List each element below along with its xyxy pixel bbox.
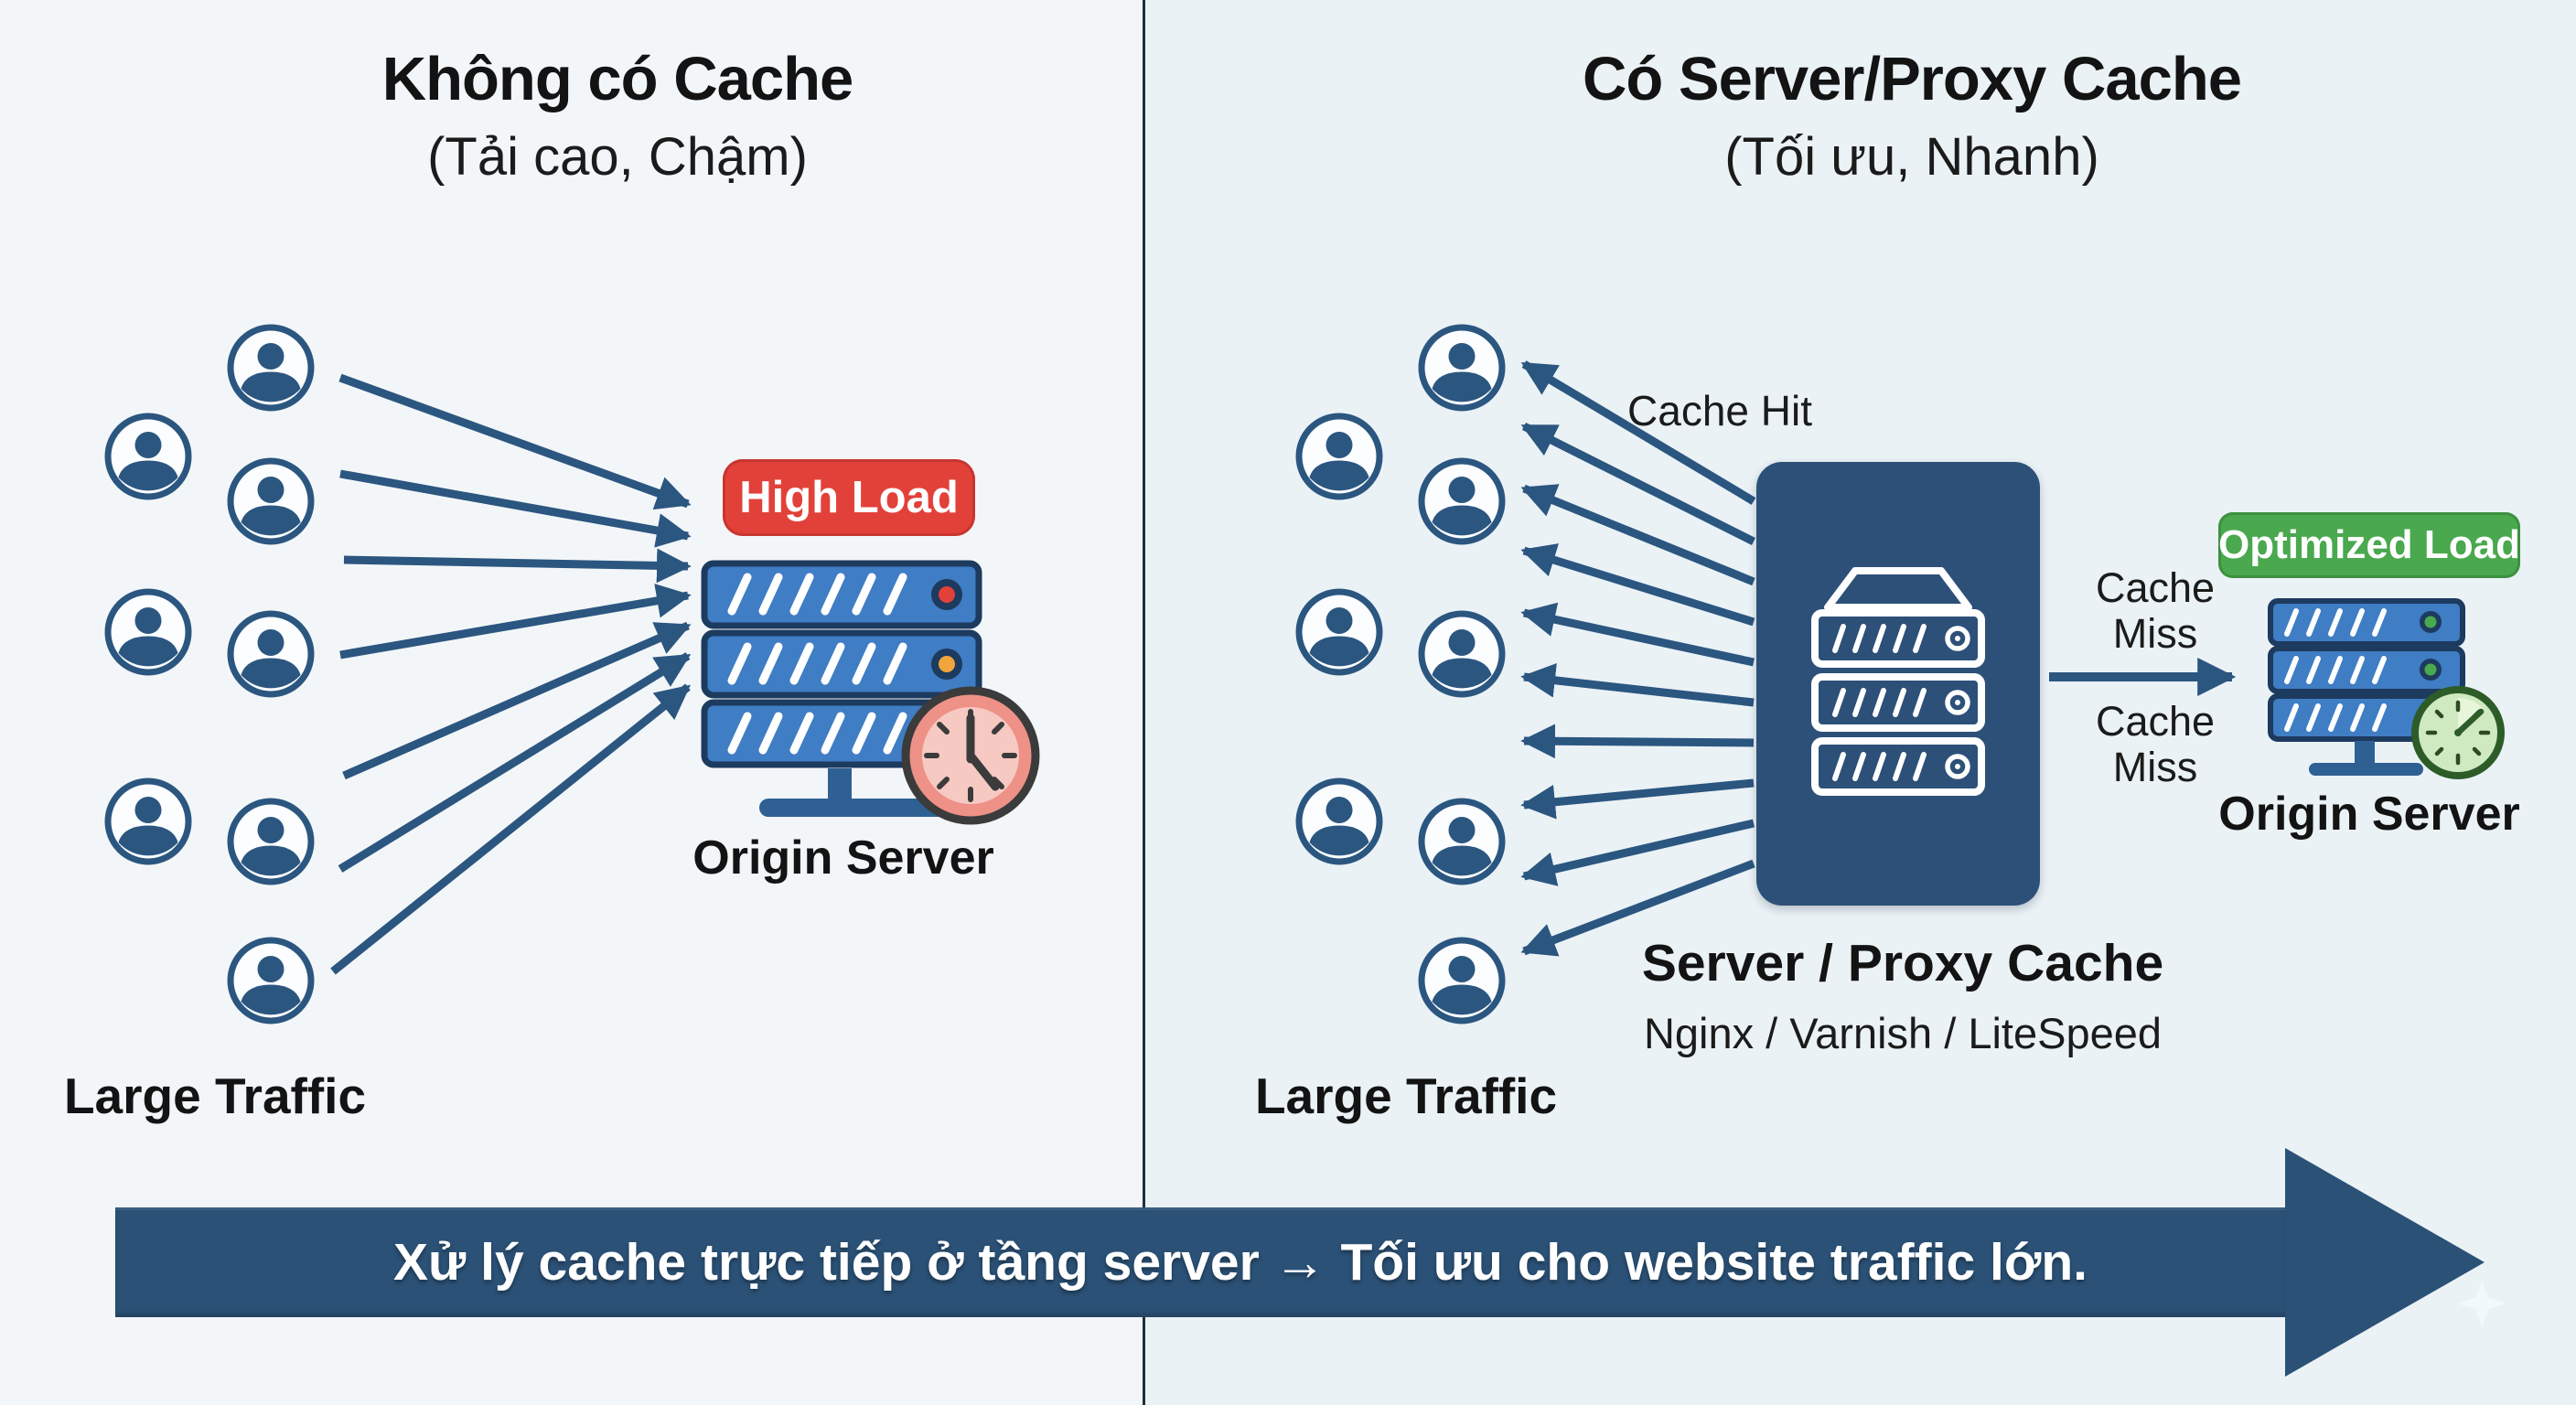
user-icon — [1416, 322, 1508, 413]
cache-box-subtitle: Nginx / Varnish / LiteSpeed — [1643, 1009, 2163, 1057]
right-traffic-label: Large Traffic — [1254, 1067, 1558, 1124]
user-icon — [102, 411, 194, 502]
left-title: Không có Cache — [381, 45, 854, 113]
user-icon — [1416, 608, 1508, 700]
user-icon — [1416, 456, 1508, 547]
cache-hit-arrows-right — [1520, 360, 1756, 957]
user-icon — [1416, 796, 1508, 887]
user-icon — [102, 776, 194, 867]
cache-box-title: Server / Proxy Cache — [1641, 934, 2164, 992]
status-leds — [2420, 611, 2442, 681]
user-icon — [225, 796, 317, 887]
user-icon — [1293, 411, 1385, 502]
user-icon — [1293, 586, 1385, 678]
vent-slashes — [727, 573, 907, 755]
proxy-server-icon — [1811, 567, 1985, 796]
left-traffic-label: Large Traffic — [63, 1067, 367, 1124]
banner-text: Xử lý cache trực tiếp ở tầng server → Tố… — [393, 1233, 2088, 1292]
proxy-cache-box — [1756, 462, 2040, 906]
server-stack-icon — [2268, 598, 2505, 779]
server-stack-icon — [701, 560, 1040, 825]
left-subtitle: (Tải cao, Chậm) — [427, 127, 808, 187]
left-origin-server-label: Origin Server — [692, 831, 994, 885]
banner-body — [115, 1207, 2287, 1317]
user-icon — [225, 608, 317, 700]
user-icon — [225, 456, 317, 547]
request-arrows-left — [330, 373, 692, 975]
cache-miss-label-bottom: Cache Miss — [2095, 698, 2216, 791]
cache-hit-label: Cache Hit — [1627, 387, 1812, 434]
user-icon — [1416, 935, 1508, 1026]
high-load-badge: High Load — [723, 459, 975, 536]
right-title: Có Server/Proxy Cache — [1582, 45, 2242, 113]
conclusion-banner: Xử lý cache trực tiếp ở tầng server → Tố… — [115, 1148, 2485, 1377]
red-clock-icon — [901, 686, 1040, 825]
optimized-load-badge: Optimized Load — [2218, 512, 2520, 578]
user-icon — [225, 935, 317, 1026]
status-leds — [931, 579, 962, 680]
right-subtitle: (Tối ưu, Nhanh) — [1724, 127, 2099, 187]
server-rows — [701, 560, 982, 768]
cache-miss-label-top: Cache Miss — [2095, 564, 2216, 658]
server-stand — [2309, 741, 2423, 776]
user-icon — [102, 586, 194, 678]
user-icon — [225, 322, 317, 413]
right-origin-server-label: Origin Server — [2218, 788, 2520, 841]
green-clock-icon — [2411, 686, 2505, 779]
panel-divider — [1143, 0, 1145, 1405]
user-icon — [1293, 776, 1385, 867]
